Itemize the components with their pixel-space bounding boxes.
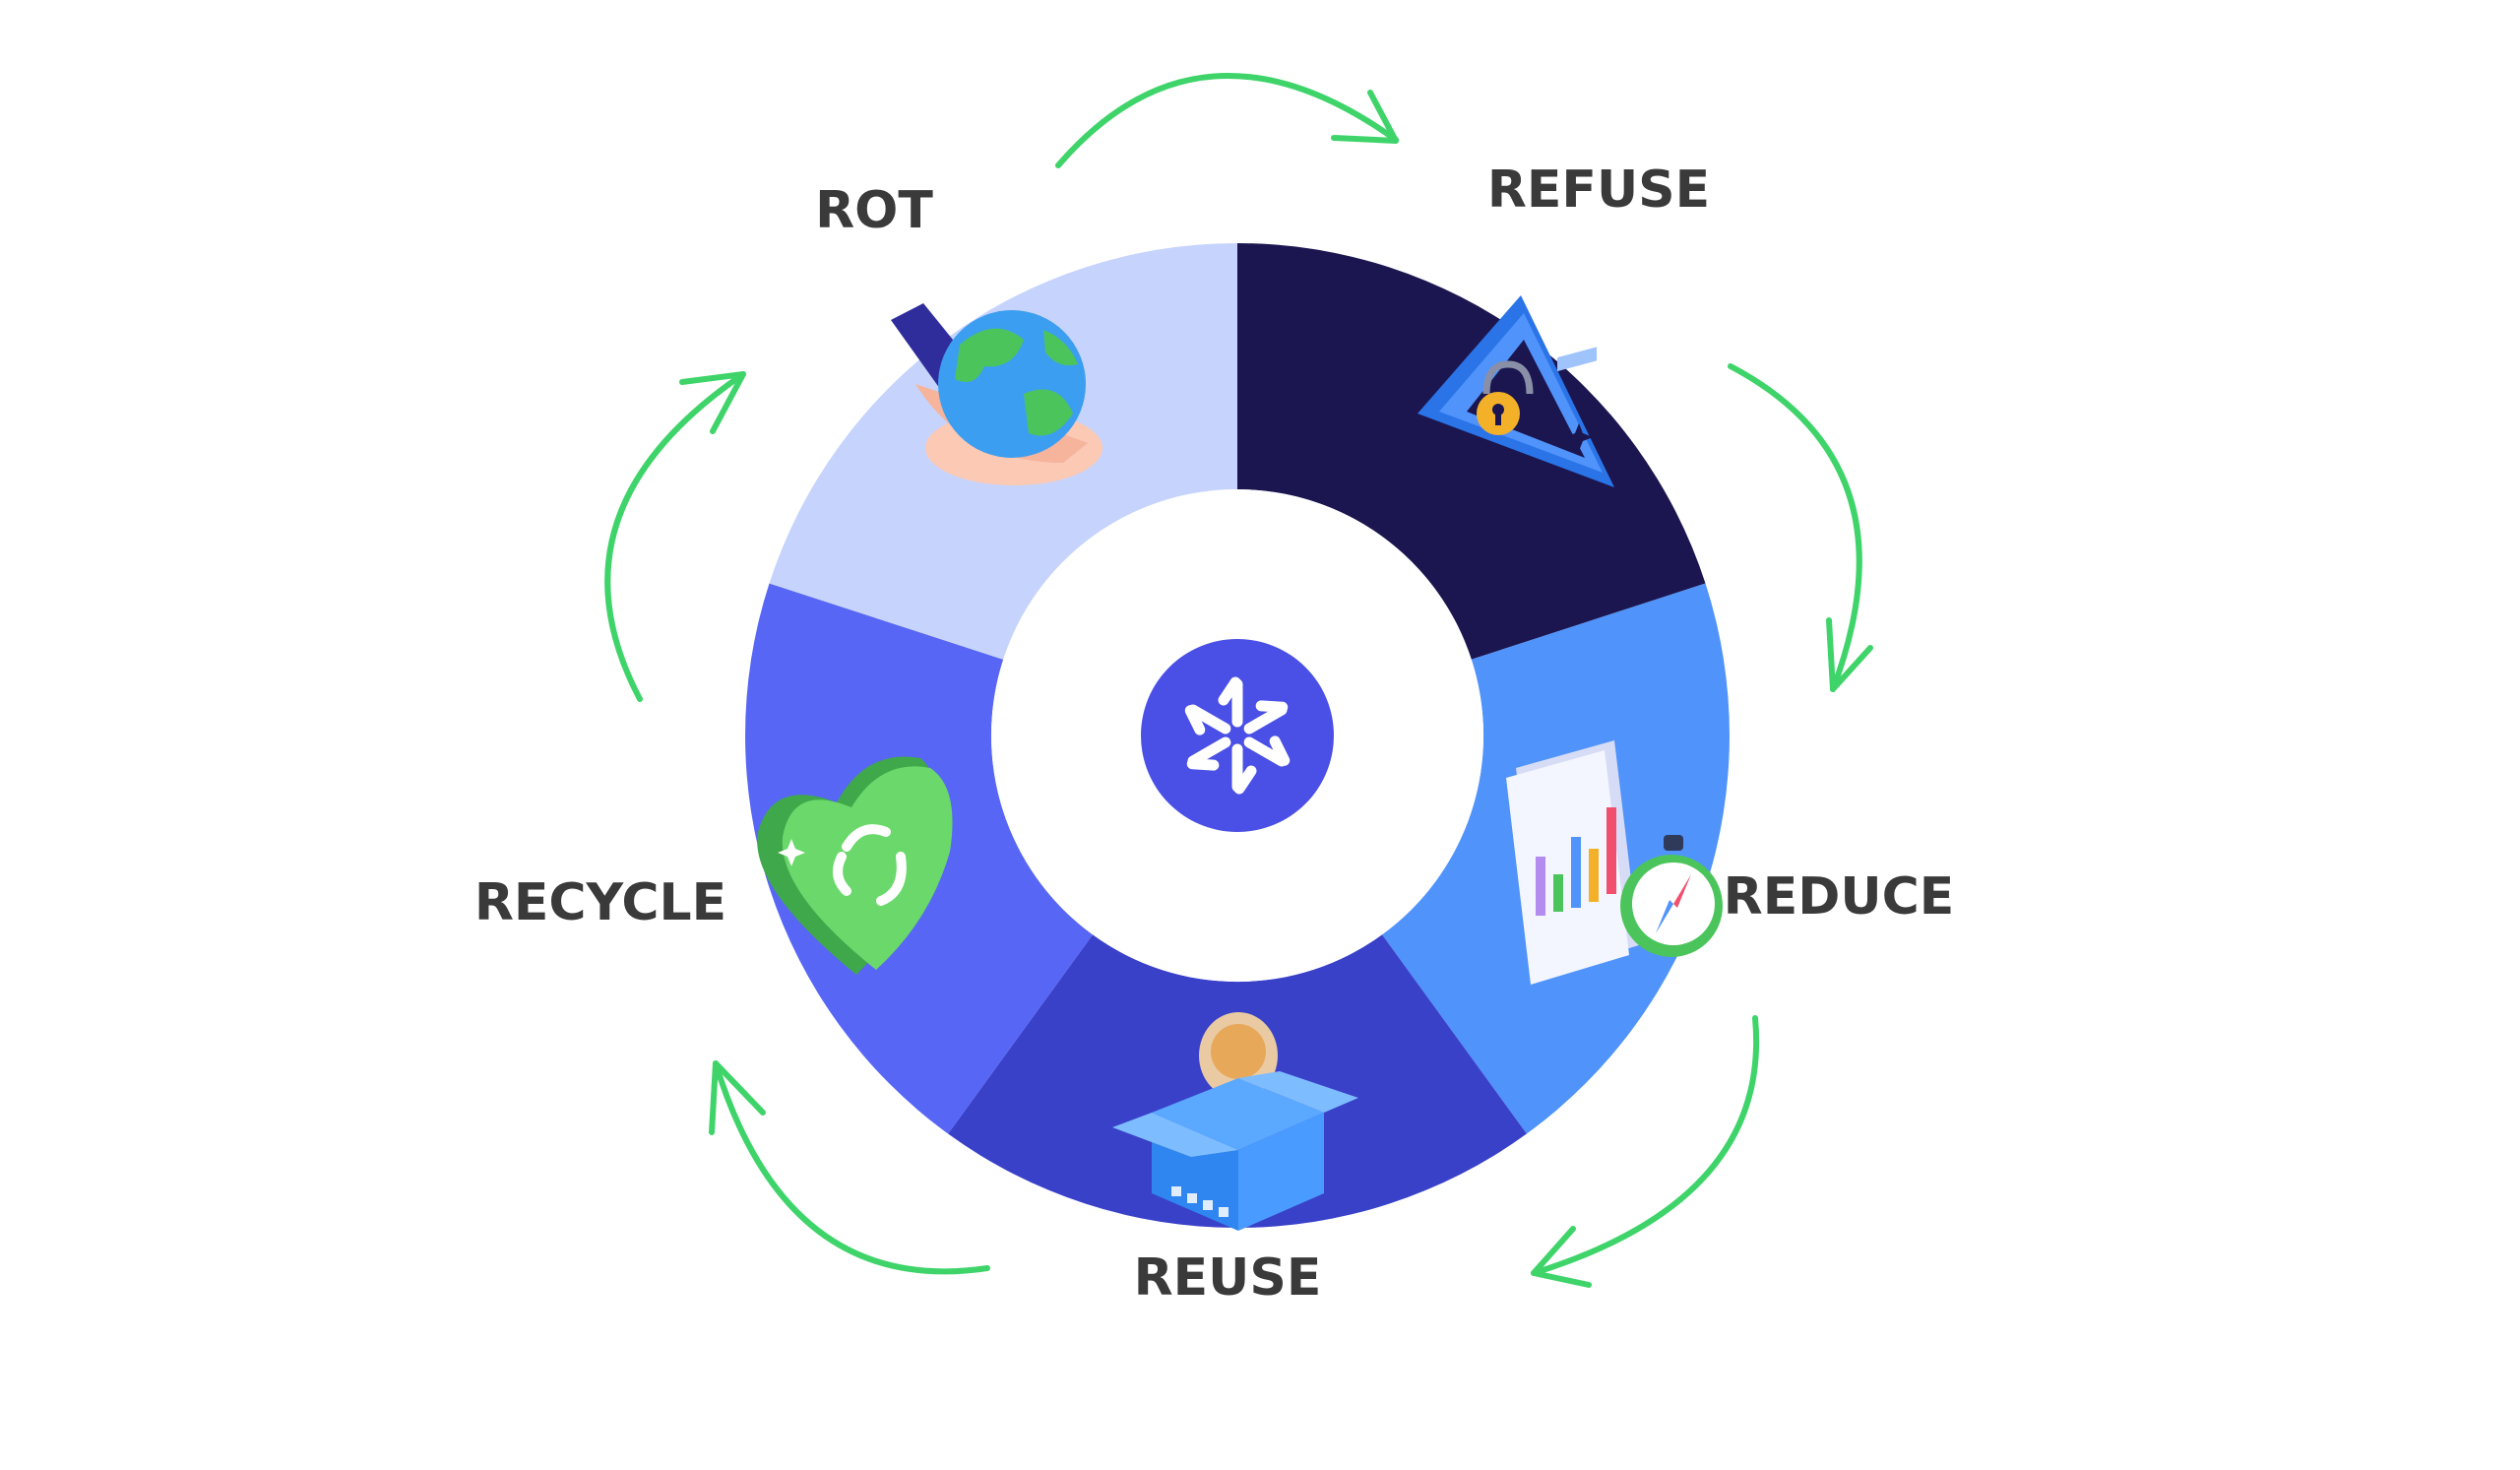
arrow-reuse-to-recycle: [709, 1060, 990, 1275]
arrow-reduce-to-reuse: [1531, 1015, 1760, 1288]
center-logo: [1141, 639, 1334, 832]
label-rot: ROT: [815, 181, 933, 240]
snowflake-logo-icon: [1184, 676, 1291, 789]
label-recycle: RECYCLE: [474, 873, 726, 932]
cycle-arrows: [604, 73, 1873, 1288]
arrow-rot-to-refuse: [1055, 73, 1399, 168]
hand-holding-globe-icon: [891, 303, 1102, 485]
logo-circle: [1141, 639, 1334, 832]
recycle-heart-icon: [757, 756, 953, 975]
label-reduce: REDUCE: [1724, 867, 1955, 927]
label-reuse: REUSE: [1134, 1248, 1322, 1308]
warning-lock-icon: [1418, 295, 1614, 487]
lightbulb-box-icon: [1112, 1012, 1358, 1231]
arrow-recycle-to-rot: [604, 371, 746, 702]
report-stopwatch-icon: [1506, 347, 1723, 985]
arrow-refuse-to-reduce: [1728, 363, 1873, 692]
label-refuse: REFUSE: [1487, 160, 1710, 220]
segment-refuse: [1237, 243, 1706, 660]
